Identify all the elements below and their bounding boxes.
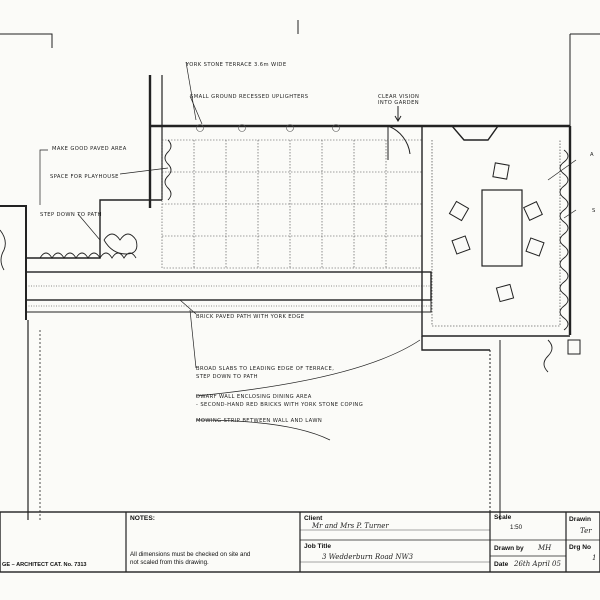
label-right-edge-a: A	[590, 152, 594, 158]
label-right-edge-s: S	[592, 208, 596, 214]
dining-chairs	[448, 162, 545, 303]
label-dwarf-wall-2: - SECOND-HAND RED BRICKS WITH YORK STONE…	[196, 402, 363, 408]
drawing-value: Ter	[580, 527, 592, 535]
label-broad-slabs-1: BROAD SLABS TO LEADING EDGE OF TERRACE,	[196, 366, 334, 372]
door-swing	[387, 125, 411, 160]
title-block	[0, 511, 600, 573]
notes-text-2: not scaled from this drawing.	[130, 559, 209, 566]
uplighters	[196, 124, 340, 132]
scale-value: 1:50	[510, 524, 523, 531]
drg-no-value: 1	[592, 554, 596, 562]
label-mowing-strip: MOWING STRIP BETWEEN WALL AND LAWN	[196, 418, 322, 424]
pier-block	[567, 339, 581, 355]
label-broad-slabs-2: STEP DOWN TO PATH	[196, 374, 258, 380]
label-uplighters: SMALL GROUND RECESSED UPLIGHTERS	[190, 94, 308, 100]
step-wall	[26, 199, 162, 259]
label-clear-vision-2: INTO GARDEN	[378, 100, 419, 106]
label-terrace: YORK STONE TERRACE 3.6m WIDE	[185, 62, 287, 68]
arrow-head	[394, 115, 402, 122]
annotation-leaders	[39, 61, 577, 441]
date-label: Date	[494, 561, 509, 568]
job-title-value: 3 Wedderburn Road NW3	[322, 553, 414, 561]
bay-window	[451, 125, 499, 141]
border-planting	[39, 252, 137, 259]
date-value: 26th April 05	[513, 560, 561, 568]
drg-no-label: Drg No	[569, 544, 591, 551]
frame-corner-right	[569, 33, 600, 126]
title-block-text: NOTES: All dimensions must be checked on…	[2, 514, 596, 568]
drawing-label: Drawin	[569, 516, 591, 523]
brick-paved-path	[25, 271, 432, 313]
climbing-plants-left	[164, 139, 172, 201]
label-step-down: STEP DOWN TO PATH	[40, 212, 102, 218]
dining-area-wall	[421, 126, 570, 520]
terrace-paving-grid	[161, 139, 423, 269]
plan-annotations: YORK STONE TERRACE 3.6m WIDE SMALL GROUN…	[40, 62, 596, 424]
planting-corner	[543, 339, 553, 373]
notes-text-1: All dimensions must be checked on site a…	[130, 551, 251, 558]
dining-table	[481, 189, 523, 267]
shrub-cluster	[103, 233, 138, 255]
label-dwarf-wall-1: DWARF WALL ENCLOSING DINING AREA	[196, 394, 312, 400]
catalogue-text: GE – ARCHITECT CAT. No. 7313	[2, 562, 87, 568]
drawn-by-value: MH	[537, 544, 552, 552]
client-value: Mr and Mrs P. Turner	[311, 522, 389, 530]
climbing-plants-right	[559, 149, 569, 331]
edge-planting-left	[0, 229, 6, 271]
label-playhouse: SPACE FOR PLAYHOUSE	[50, 174, 119, 180]
label-brick-path: BRICK PAVED PATH WITH YORK EDGE	[196, 314, 304, 320]
client-label: Client	[304, 515, 323, 522]
frame-corner-left	[0, 33, 53, 48]
scale-label: Scale	[494, 514, 512, 521]
drawn-by-label: Drawn by	[494, 545, 524, 552]
notes-label: NOTES:	[130, 515, 155, 522]
label-clear-vision-1: CLEAR VISION	[378, 94, 419, 100]
label-paved-area: MAKE GOOD PAVED AREA	[52, 146, 127, 152]
job-title-label: Job Title	[304, 543, 331, 550]
boundary-wall-left	[0, 205, 27, 320]
